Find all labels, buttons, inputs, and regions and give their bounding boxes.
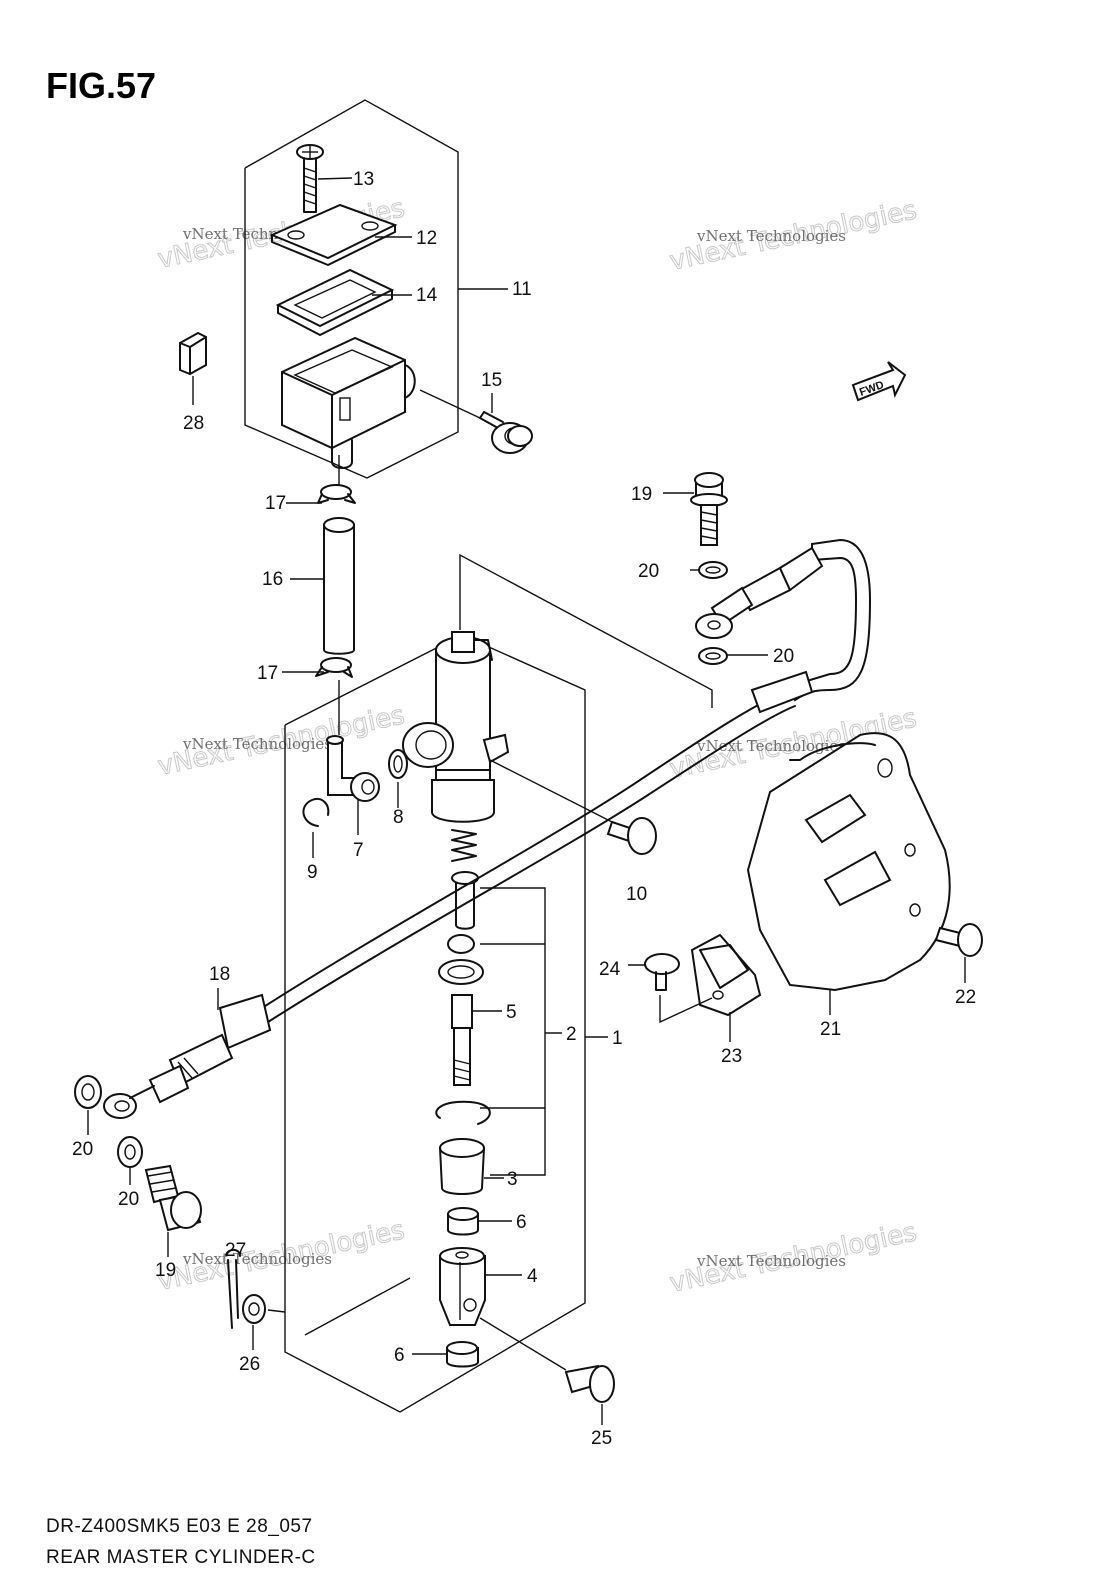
clevis [439,1247,486,1326]
pin-washer [242,1294,266,1324]
callout-13: 13 [353,169,374,190]
union-bolt-lower [144,1164,202,1232]
forward-direction-badge: FWD [851,361,907,402]
brake-hose-upper-fitting [695,546,824,639]
reservoir-diaphragm [275,268,395,336]
hose-clamp-upper [317,484,356,504]
push-rod-circlip [435,1100,491,1125]
cotter-pin [225,1248,241,1329]
callout-19-upper: 19 [631,484,652,505]
callout-8: 8 [393,807,404,828]
hose-clamp-lower [315,657,353,678]
callout-25: 25 [591,1428,612,1449]
callout-9: 9 [307,862,318,883]
watermark-text-small: vNext Technologies [696,227,846,245]
push-rod-nut-lower [446,1341,479,1368]
callout-20-lower-1: 20 [72,1139,93,1160]
callout-12: 12 [416,228,437,249]
watermark-top-right: vNext Technologies vNext Technologies [667,195,920,278]
watermark-text-small: vNext Technologies [696,1252,846,1270]
callout-1: 1 [612,1028,623,1049]
reservoir-label-tag [179,331,207,405]
callout-11: 11 [512,279,532,300]
callout-20-lower-2: 20 [118,1189,139,1210]
callout-26: 26 [239,1354,260,1375]
cover-screw [606,817,657,855]
callout-23: 23 [721,1046,742,1067]
callout-14: 14 [416,285,438,306]
callout-5: 5 [506,1002,517,1023]
push-rod-nut-upper [447,1207,479,1236]
watermark-bottom-right: vNext Technologies vNext Technologies [667,1217,920,1300]
callout-22: 22 [955,987,976,1008]
callout-6-lower: 6 [394,1345,405,1366]
reservoir-hose [323,517,355,655]
watermark-mid-left: vNext Technologies vNext Technologies [155,700,408,783]
callout-4: 4 [527,1266,538,1287]
callout-24: 24 [599,959,621,980]
section-title: REAR MASTER CYLINDER-C [46,1547,316,1568]
callout-2: 2 [566,1024,577,1045]
hose-union-elbow [326,735,380,802]
union-o-ring [388,749,408,779]
sealing-washer-lower-2 [117,1136,143,1168]
reservoir-body [281,336,416,469]
callout-16: 16 [262,569,283,590]
callout-19-lower: 19 [155,1260,176,1281]
callout-21: 21 [820,1019,841,1040]
watermark-text-small: vNext Technologies [182,735,332,753]
watermark-bottom-left: vNext Technologies vNext Technologies [155,1215,408,1298]
reservoir-cap-screw [296,144,324,213]
union-circlip [302,798,330,827]
callout-27: 27 [225,1240,246,1261]
guard-bracket [690,933,762,1017]
master-cylinder-guard [746,732,951,992]
piston-set [438,871,484,985]
master-cylinder-body [402,631,510,823]
union-bolt-upper [690,472,728,546]
guard-screw [934,923,983,957]
callout-6-upper: 6 [516,1212,527,1233]
piston-spring [451,829,477,862]
callout-17-upper: 17 [265,493,286,514]
sealing-washer-upper-2 [698,647,728,665]
callout-18: 18 [209,964,230,985]
brake-hose [103,538,872,1119]
bracket-screw [644,953,680,991]
callout-28: 28 [183,413,204,434]
callout-7: 7 [353,840,364,861]
figure-title: FIG.57 [46,65,156,106]
callout-labels: 13 12 14 11 28 15 19 17 20 16 20 17 8 7 … [72,169,976,1449]
reservoir-mount-bolt [479,393,533,454]
callout-10: 10 [626,884,647,905]
push-rod [451,994,473,1086]
callout-3: 3 [507,1169,518,1190]
callout-15: 15 [481,370,502,391]
watermark-text-small: vNext Technologies [182,1250,332,1268]
sealing-washer-lower-1 [74,1075,102,1109]
master-cylinder-frame [284,553,713,1413]
leader-lines [87,177,966,1425]
reservoir-assembly-frame [244,99,459,479]
watermark-text-small: vNext Technologies [696,737,846,755]
clevis-pin [564,1364,615,1403]
reservoir-plate [269,203,398,266]
callout-20-mid: 20 [773,646,794,667]
sealing-washer-upper-1 [698,561,728,579]
callout-17-lower: 17 [257,663,278,684]
model-code: DR-Z400SMK5 E03 E 28_057 [46,1516,313,1537]
callout-20-upper: 20 [638,561,659,582]
push-rod-boot [438,1138,486,1195]
